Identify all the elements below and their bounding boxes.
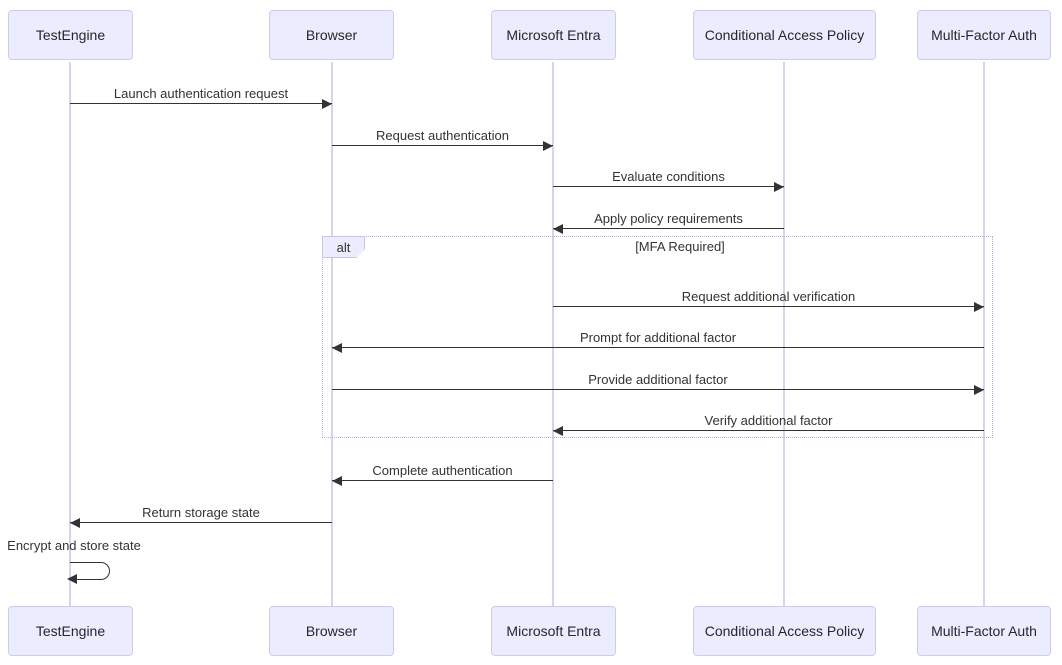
actor-label: TestEngine [35, 27, 106, 43]
message-line [553, 430, 984, 431]
arrowhead-icon [774, 182, 784, 192]
arrowhead-icon [974, 302, 984, 312]
actor-label: Conditional Access Policy [704, 623, 865, 639]
message-line [70, 522, 332, 523]
message-launch-authentication-request: Launch authentication request [70, 86, 332, 109]
alt-keyword: alt [336, 239, 351, 255]
lifeline-conditional-access-policy [783, 62, 785, 607]
message-label: Verify additional factor [704, 413, 833, 428]
actor-bottom-testengine: TestEngine [8, 606, 133, 656]
message-return-storage-state: Return storage state [70, 505, 332, 528]
actor-label: TestEngine [35, 623, 106, 639]
actor-top-browser: Browser [269, 10, 394, 60]
message-prompt-for-additional-factor: Prompt for additional factor [332, 330, 984, 353]
message-complete-authentication: Complete authentication [332, 463, 553, 486]
self-message-loop-line [70, 562, 110, 580]
actor-top-multi-factor-auth: Multi-Factor Auth [917, 10, 1051, 60]
message-label: Complete authentication [372, 463, 513, 478]
actor-label: Multi-Factor Auth [931, 27, 1037, 43]
arrowhead-icon [67, 574, 77, 584]
arrowhead-icon [974, 385, 984, 395]
message-label: Request authentication [376, 128, 509, 143]
message-line [332, 145, 553, 146]
message-request-additional-verification: Request additional verification [553, 289, 984, 312]
alt-condition: [MFA Required] [635, 239, 725, 254]
actor-label: Multi-Factor Auth [931, 623, 1037, 639]
message-line [553, 186, 784, 187]
message-line [553, 228, 784, 229]
message-label: Return storage state [142, 505, 260, 520]
message-line [553, 306, 984, 307]
alt-frame [322, 236, 993, 438]
actor-bottom-multi-factor-auth: Multi-Factor Auth [917, 606, 1051, 656]
actor-bottom-browser: Browser [269, 606, 394, 656]
lifeline-browser [331, 62, 333, 607]
actor-top-testengine: TestEngine [8, 10, 133, 60]
actor-label: Conditional Access Policy [704, 27, 865, 43]
message-line [70, 103, 332, 104]
message-apply-policy-requirements: Apply policy requirements [553, 211, 784, 234]
message-label: Request additional verification [681, 289, 856, 304]
actor-bottom-microsoft-entra: Microsoft Entra [491, 606, 616, 656]
alt-label: alt [322, 236, 365, 258]
actor-top-conditional-access-policy: Conditional Access Policy [693, 10, 876, 60]
actor-label: Microsoft Entra [506, 27, 601, 43]
message-label: Launch authentication request [113, 86, 289, 101]
message-line [332, 389, 984, 390]
message-label: Prompt for additional factor [579, 330, 737, 345]
arrowhead-icon [553, 426, 563, 436]
message-label: Evaluate conditions [612, 169, 725, 184]
message-line [332, 480, 553, 481]
arrowhead-icon [332, 343, 342, 353]
message-verify-additional-factor: Verify additional factor [553, 413, 984, 436]
arrowhead-icon [543, 141, 553, 151]
arrowhead-icon [322, 99, 332, 109]
actor-label: Browser [305, 623, 358, 639]
self-message-label: Encrypt and store state [7, 538, 141, 553]
actor-bottom-conditional-access-policy: Conditional Access Policy [693, 606, 876, 656]
lifeline-microsoft-entra [552, 62, 554, 607]
lifeline-testengine [69, 62, 71, 607]
message-evaluate-conditions: Evaluate conditions [553, 169, 784, 192]
message-provide-additional-factor: Provide additional factor [332, 372, 984, 395]
message-label: Provide additional factor [588, 372, 728, 387]
message-line [332, 347, 984, 348]
actor-label: Browser [305, 27, 358, 43]
actor-label: Microsoft Entra [506, 623, 601, 639]
lifeline-multi-factor-auth [983, 62, 985, 607]
message-request-authentication: Request authentication [332, 128, 553, 151]
message-label: Apply policy requirements [594, 211, 743, 226]
actor-top-microsoft-entra: Microsoft Entra [491, 10, 616, 60]
arrowhead-icon [70, 518, 80, 528]
arrowhead-icon [553, 224, 563, 234]
arrowhead-icon [332, 476, 342, 486]
